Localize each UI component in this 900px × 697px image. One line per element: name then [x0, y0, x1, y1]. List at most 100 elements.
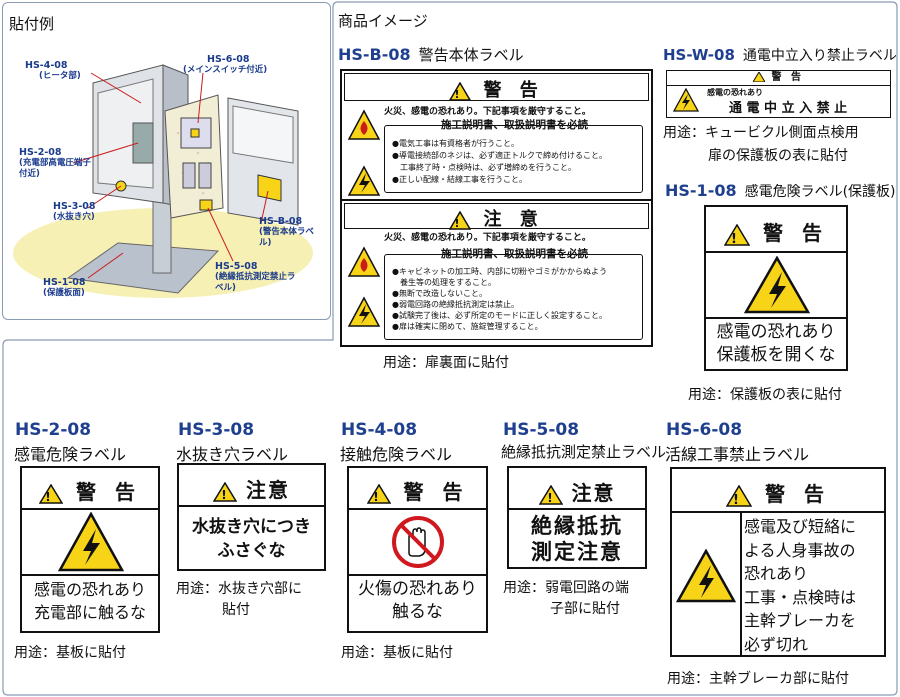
hs6-line: 恐れあり	[744, 564, 809, 583]
hsb-usage: 用途：扉裏面に貼付	[383, 355, 509, 371]
hs6-line: 工事・点検時は	[744, 587, 857, 607]
hs3-usage-1: 用途：水抜き穴部に	[176, 581, 302, 597]
warning-triangle-icon: !	[366, 483, 391, 504]
no-touch-icon	[392, 516, 444, 568]
hs1-msg-2: 保護板を開くな	[716, 345, 836, 365]
hs2-label: ! 警 告 感電の恐れあり 充電部に触るな	[20, 466, 160, 633]
hsb-caution-item: ●試験完了後は、必ず所定のモードに正しく設定すること。	[392, 311, 607, 320]
hs2-code: HS-2-08	[15, 420, 92, 440]
svg-text:!: !	[455, 217, 466, 230]
hs3-label: ! 注意 水抜き穴につき ふさぐな	[177, 463, 326, 571]
warning-triangle-icon	[753, 72, 766, 82]
hs2-name: 感電危険ラベル	[14, 445, 127, 464]
callout-hs6: HS-6-08(メインスイッチ付近)	[183, 54, 268, 75]
warning-triangle-icon: !	[538, 484, 563, 505]
hs6-line: 必ず切れ	[744, 634, 809, 654]
hs5-msg-1: 絶縁抵抗	[531, 514, 623, 538]
hsb-caution-item: 養生等の処理をすること。	[392, 278, 496, 287]
hs4-code: HS-4-08	[341, 420, 418, 440]
hs5-usage-2: 子部に貼付	[550, 601, 620, 617]
hs6-name: 活線工事禁止ラベル	[665, 445, 810, 464]
hsb-warn-item: ●正しい配線・結線工事を行うこと。	[392, 175, 527, 184]
hs2-msg-2: 充電部に触るな	[33, 603, 146, 622]
warning-triangle-icon: !	[39, 483, 64, 504]
fire-hazard-icons	[347, 109, 381, 196]
hs4-usage: 用途：基板に貼付	[341, 645, 453, 661]
callout-hs3: HS-3-08(水抜き穴)	[53, 201, 96, 222]
hs1-msg-1: 感電の恐れあり	[716, 322, 836, 342]
callout-hs1: HS-1-08(保護板面)	[43, 277, 86, 298]
hs5-msg-2: 測定注意	[531, 540, 623, 564]
hsw-label: 警 告 感電の恐れあり 通 電 中 立 入 禁 止	[666, 70, 891, 118]
hsw-usage-1: 用途：キュービクル側面点検用	[663, 125, 859, 141]
hs3-name: 水抜き穴ラベル	[176, 445, 289, 464]
hs6-line: よる人身事故の	[744, 540, 856, 560]
hsb-warn-lead: 火災、感電の恐れあり。下記事項を厳守すること。	[384, 107, 591, 117]
electric-hazard-icon	[673, 88, 699, 112]
hsb-label: ! 警 告 火災、感電の恐れあり。下記事項を厳守すること。 施工説明書、取扱説明…	[340, 69, 653, 347]
hs6-usage: 用途：主幹ブレーカ部に貼付	[667, 671, 849, 687]
warning-triangle-icon: !	[449, 210, 472, 230]
fire-hazard-icons	[347, 246, 381, 327]
hsb-warn-item: 工事終了時・点検時は、必ず増締めを行うこと。	[392, 163, 576, 172]
hs6-lines: 感電及び短絡に よる人身事故の 恐れあり 工事・点検時は 主幹ブレーカを 必ず切…	[744, 515, 856, 656]
hsb-caution-head: ! 注 意	[342, 205, 651, 231]
callout-hs2: HS-2-08(充電部高電圧端子付近)	[19, 147, 91, 179]
svg-text:!: !	[45, 490, 56, 504]
hsw-usage-2: 扉の保護板の表に貼付	[708, 148, 848, 164]
hsb-caution-item: ●キャビネットの加工時、内部に切粉やゴミがかからぬよう	[392, 267, 607, 276]
hsb-caution-item: ●扉は確実に閉めて、施錠管理すること。	[392, 322, 543, 331]
hs6-code: HS-6-08	[666, 420, 743, 440]
hs5-code: HS-5-08	[503, 420, 580, 440]
electric-hazard-icon	[58, 512, 124, 572]
hs3-msg-1: 水抜き穴につき	[192, 517, 311, 537]
callout-hs5: HS-5-08(絶縁抵抗測定禁止ラベル)	[215, 261, 296, 293]
hs1-usage: 用途：保護板の表に貼付	[688, 387, 842, 403]
hsb-warn-head: ! 警 告	[342, 76, 651, 102]
hs6-label: ! 警 告 感電及び短絡に よる人身事故の 恐れあり 工事・点検時は 主幹ブレー…	[670, 467, 886, 657]
hsb-warn-item: ●電気工事は有資格者が行うこと。	[392, 139, 519, 148]
hs1-head: ! 警 告	[706, 217, 846, 246]
hs5-head: ! 注意	[509, 477, 645, 506]
svg-text:!: !	[221, 488, 228, 502]
hs4-head: ! 警 告	[349, 476, 486, 505]
hs5-name: 絶縁抵抗測定禁止ラベル	[501, 443, 667, 461]
hs6-head: ! 警 告	[672, 478, 884, 507]
hsb-warn-box-title: 施工説明書、取扱説明書を必読	[441, 119, 588, 131]
svg-text:!: !	[373, 490, 384, 504]
installation-example-panel: 貼付例 HS-4-08(ヒータ部)	[2, 2, 331, 320]
hs4-msg-2: 触るな	[392, 602, 443, 622]
hs3-code: HS-3-08	[178, 420, 255, 440]
hs4-msg-1: 火傷の恐れあり	[358, 579, 477, 599]
hsb-caution-item: ●無断で改造しないこと。	[392, 289, 487, 298]
electric-hazard-icon	[744, 256, 810, 314]
hs2-msg-1: 感電の恐れあり	[33, 580, 146, 599]
svg-text:!: !	[455, 88, 466, 101]
hsw-small-text: 感電の恐れあり	[707, 88, 763, 97]
hs2-usage: 用途：基板に貼付	[14, 645, 126, 661]
hs5-label: ! 注意 絶縁抵抗 測定注意	[507, 466, 647, 569]
hsb-warn-box	[384, 125, 643, 193]
warning-triangle-icon: !	[449, 81, 472, 101]
hsb-caution-item: ●弱電回路の絶縁抵抗測定は禁止。	[392, 300, 519, 309]
panel-title: 貼付例	[9, 15, 55, 33]
product-panel-title: 商品イメージ	[338, 12, 428, 30]
warning-triangle-icon: !	[726, 484, 753, 507]
hs6-line: 感電及び短絡に	[744, 517, 857, 536]
warning-triangle-icon: !	[724, 223, 751, 246]
callout-hsb: HS-B-08(警告本体ラベル)	[259, 216, 314, 248]
hsw-main-text: 通 電 中 立 入 禁 止	[729, 101, 848, 116]
warning-triangle-icon: !	[213, 481, 238, 502]
hsb-warn-item: ●導電接続部のネジは、必ず適正トルクで締め付けること。	[392, 151, 607, 160]
hsb-caution-box	[384, 254, 643, 340]
hs6-line: 主幹ブレーカを	[744, 611, 857, 630]
hs1-label: ! 警 告 感電の恐れあり 保護板を開くな	[704, 205, 848, 371]
hsb-caution-box-title: 施工説明書、取扱説明書を必読	[441, 248, 588, 260]
hs4-name: 接触危険ラベル	[340, 445, 453, 464]
cabinet-illustration	[13, 64, 313, 298]
svg-text:!: !	[733, 493, 745, 507]
